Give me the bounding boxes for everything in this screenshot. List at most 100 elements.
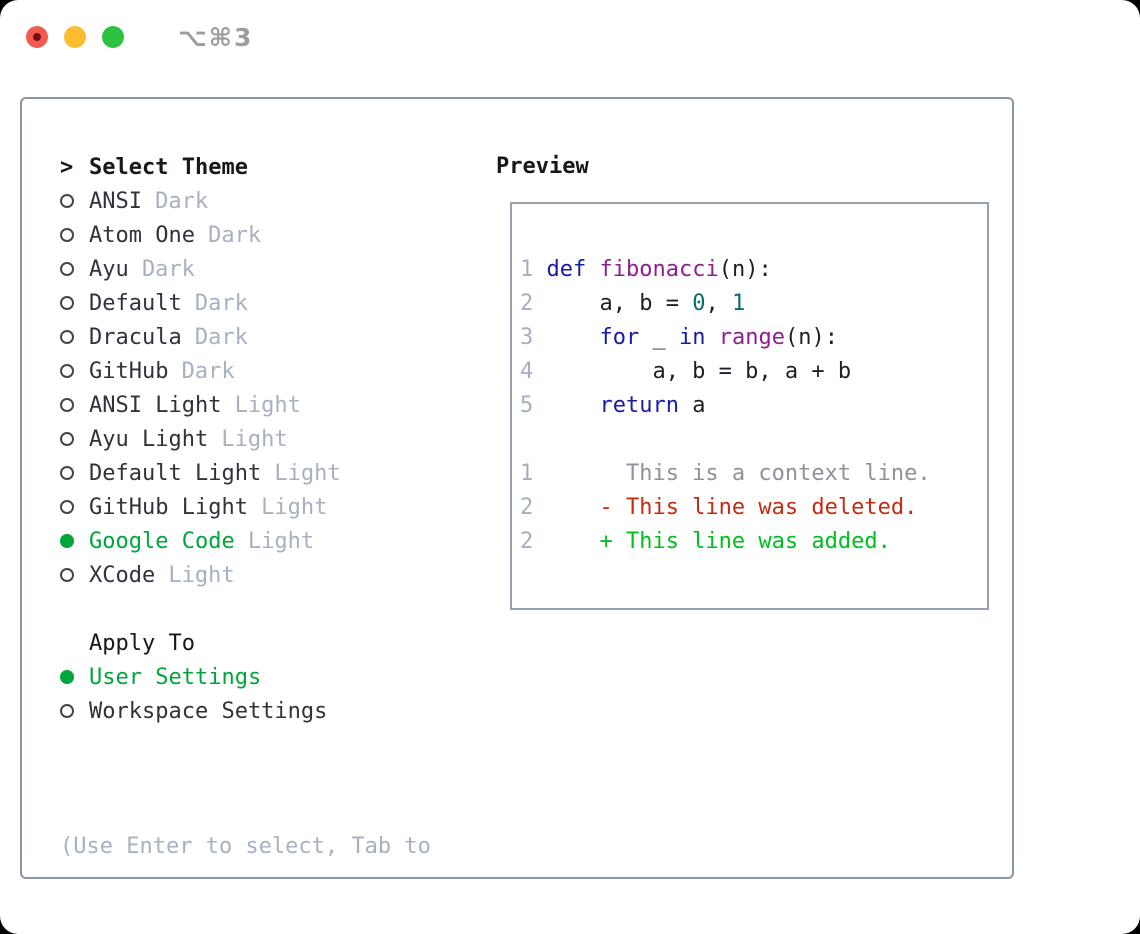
radio-icon [60, 330, 89, 344]
radio-icon [60, 704, 89, 718]
radio-icon [60, 262, 89, 276]
code-token: range [718, 325, 785, 350]
code-line: 2 a, b = 0, 1 [520, 287, 987, 321]
spacer [60, 728, 490, 762]
spacer [60, 592, 490, 626]
apply-option[interactable]: Workspace Settings [60, 694, 490, 728]
code-token: - This line was deleted. [546, 495, 918, 520]
radio-circle [60, 670, 74, 684]
theme-variant: Light [221, 426, 288, 452]
radio-circle [60, 262, 74, 276]
apply-option-label: Workspace Settings [89, 698, 328, 724]
radio-circle [60, 228, 74, 242]
code-token: + This line was added. [546, 529, 891, 554]
theme-name: Ayu Light [89, 426, 209, 452]
code-token [546, 325, 599, 350]
theme-name: GitHub Light [89, 494, 248, 520]
radio-circle [60, 500, 74, 514]
radio-icon [60, 466, 89, 480]
theme-option[interactable]: ANSI Light Light [60, 388, 490, 422]
code-token: (n): [784, 325, 838, 350]
theme-name: GitHub [89, 358, 169, 384]
theme-variant: Light [247, 528, 315, 554]
code-token: fibonacci [599, 257, 719, 282]
theme-name: ANSI [89, 188, 142, 214]
theme-name: Atom One [89, 222, 195, 248]
code-token: in [678, 325, 706, 350]
apply-to-title: Apply To [89, 630, 195, 656]
theme-variant: Dark [141, 256, 195, 282]
code-line: 5 return a [520, 389, 987, 423]
code-token: a, b = b, a + b [546, 359, 852, 384]
select-theme-title: Select Theme [89, 154, 248, 180]
code-token: for [599, 325, 640, 350]
line-number: 3 [520, 325, 534, 350]
theme-option[interactable]: ANSI Dark [60, 184, 490, 218]
radio-icon [60, 364, 89, 378]
radio-icon [60, 194, 89, 208]
help-line: (Use Enter to select, Tab to [60, 834, 431, 859]
theme-variant: Light [234, 392, 301, 418]
theme-variant: Dark [155, 188, 209, 214]
radio-icon [60, 568, 89, 582]
apply-option-label: User Settings [89, 664, 262, 690]
maximize-button[interactable] [102, 26, 124, 48]
line-number: 1 [520, 461, 534, 486]
radio-circle [60, 568, 74, 582]
radio-icon [60, 500, 89, 514]
theme-variant: Light [274, 460, 341, 486]
radio-icon [60, 296, 89, 310]
line-number: 2 [520, 291, 534, 316]
code-token [586, 257, 599, 282]
titlebar: ⌥⌘3 [0, 0, 1140, 74]
radio-circle [60, 194, 74, 208]
code-line: 4 a, b = b, a + b [520, 355, 987, 389]
code-token: return [599, 393, 679, 418]
theme-option[interactable]: Atom One Dark [60, 218, 490, 252]
select-theme-header: > Select Theme [60, 150, 490, 184]
code-token: a, b = [546, 291, 693, 316]
apply-option[interactable]: User Settings [60, 660, 490, 694]
radio-circle [60, 534, 74, 548]
help-text: (Use Enter to select, Tab to change focu… [60, 762, 490, 934]
theme-option[interactable]: Ayu Dark [60, 252, 490, 286]
theme-name: Default [89, 290, 182, 316]
radio-circle [60, 432, 74, 446]
radio-selected-icon [60, 670, 89, 684]
selection-cursor-icon: > [60, 154, 74, 180]
close-button[interactable] [26, 26, 48, 48]
radio-icon [60, 432, 89, 446]
theme-variant: Dark [208, 222, 262, 248]
theme-variant: Dark [194, 324, 248, 350]
diff-line: 2 - This line was deleted. [520, 491, 987, 525]
apply-to-header: Apply To [60, 626, 490, 660]
theme-name: Ayu [89, 256, 129, 282]
diff-line: 2 + This line was added. [520, 525, 987, 559]
theme-option[interactable]: GitHub Light Light [60, 490, 490, 524]
code-token: This is a context line. [546, 461, 931, 486]
minimize-button[interactable] [64, 26, 86, 48]
preview-title: Preview [496, 154, 589, 179]
window-shortcut-label: ⌥⌘3 [178, 22, 254, 52]
radio-circle [60, 704, 74, 718]
theme-variant: Light [261, 494, 328, 520]
code-token: 1 [731, 291, 746, 316]
theme-name: ANSI Light [89, 392, 222, 418]
code-token: (n): [718, 257, 772, 282]
code-token: , [705, 291, 732, 316]
radio-circle [60, 330, 74, 344]
code-token: 0 [692, 291, 706, 316]
code-line: 3 for _ in range(n): [520, 321, 987, 355]
theme-option[interactable]: Ayu Light Light [60, 422, 490, 456]
line-number: 5 [520, 393, 534, 418]
